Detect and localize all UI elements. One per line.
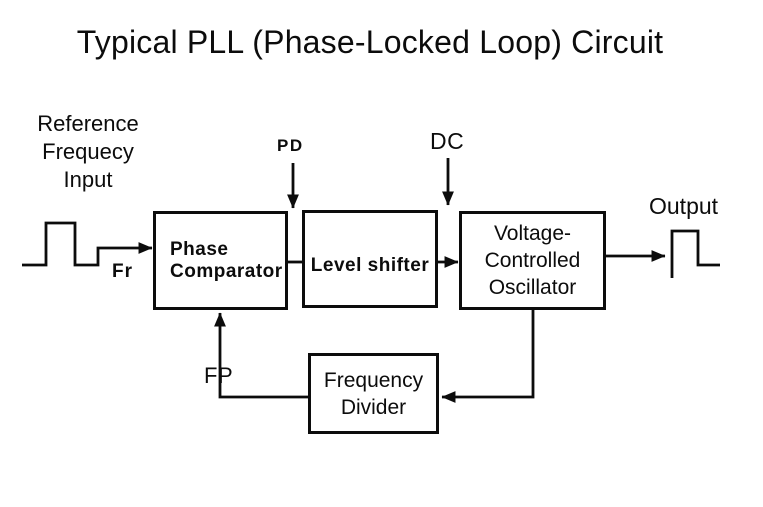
reference-frequency-input-label: Reference Frequecy Input — [37, 111, 139, 192]
output-label: Output — [649, 193, 719, 219]
voltage-controlled-oscillator-block: Voltage- Controlled Oscillator — [459, 211, 606, 310]
divider-fp-to-phase-comparator-arrow — [214, 312, 308, 399]
vco-feedback-to-divider-arrow — [441, 309, 535, 403]
fp-signal-label: FP — [204, 363, 234, 388]
diagram-title: Typical PLL (Phase-Locked Loop) Circuit — [76, 24, 664, 60]
phase-comparator-block: Phase Comparator — [153, 211, 288, 310]
frequency-divider-block: Frequency Divider — [308, 353, 439, 434]
dc-signal-label: DC — [430, 128, 465, 154]
output-square-wave-icon — [670, 229, 720, 278]
pd-signal-label: PD — [277, 136, 304, 155]
level-shifter-block: Level shifter — [302, 210, 438, 308]
fr-signal-label: Fr — [112, 261, 133, 282]
input-square-wave-icon — [22, 221, 153, 267]
